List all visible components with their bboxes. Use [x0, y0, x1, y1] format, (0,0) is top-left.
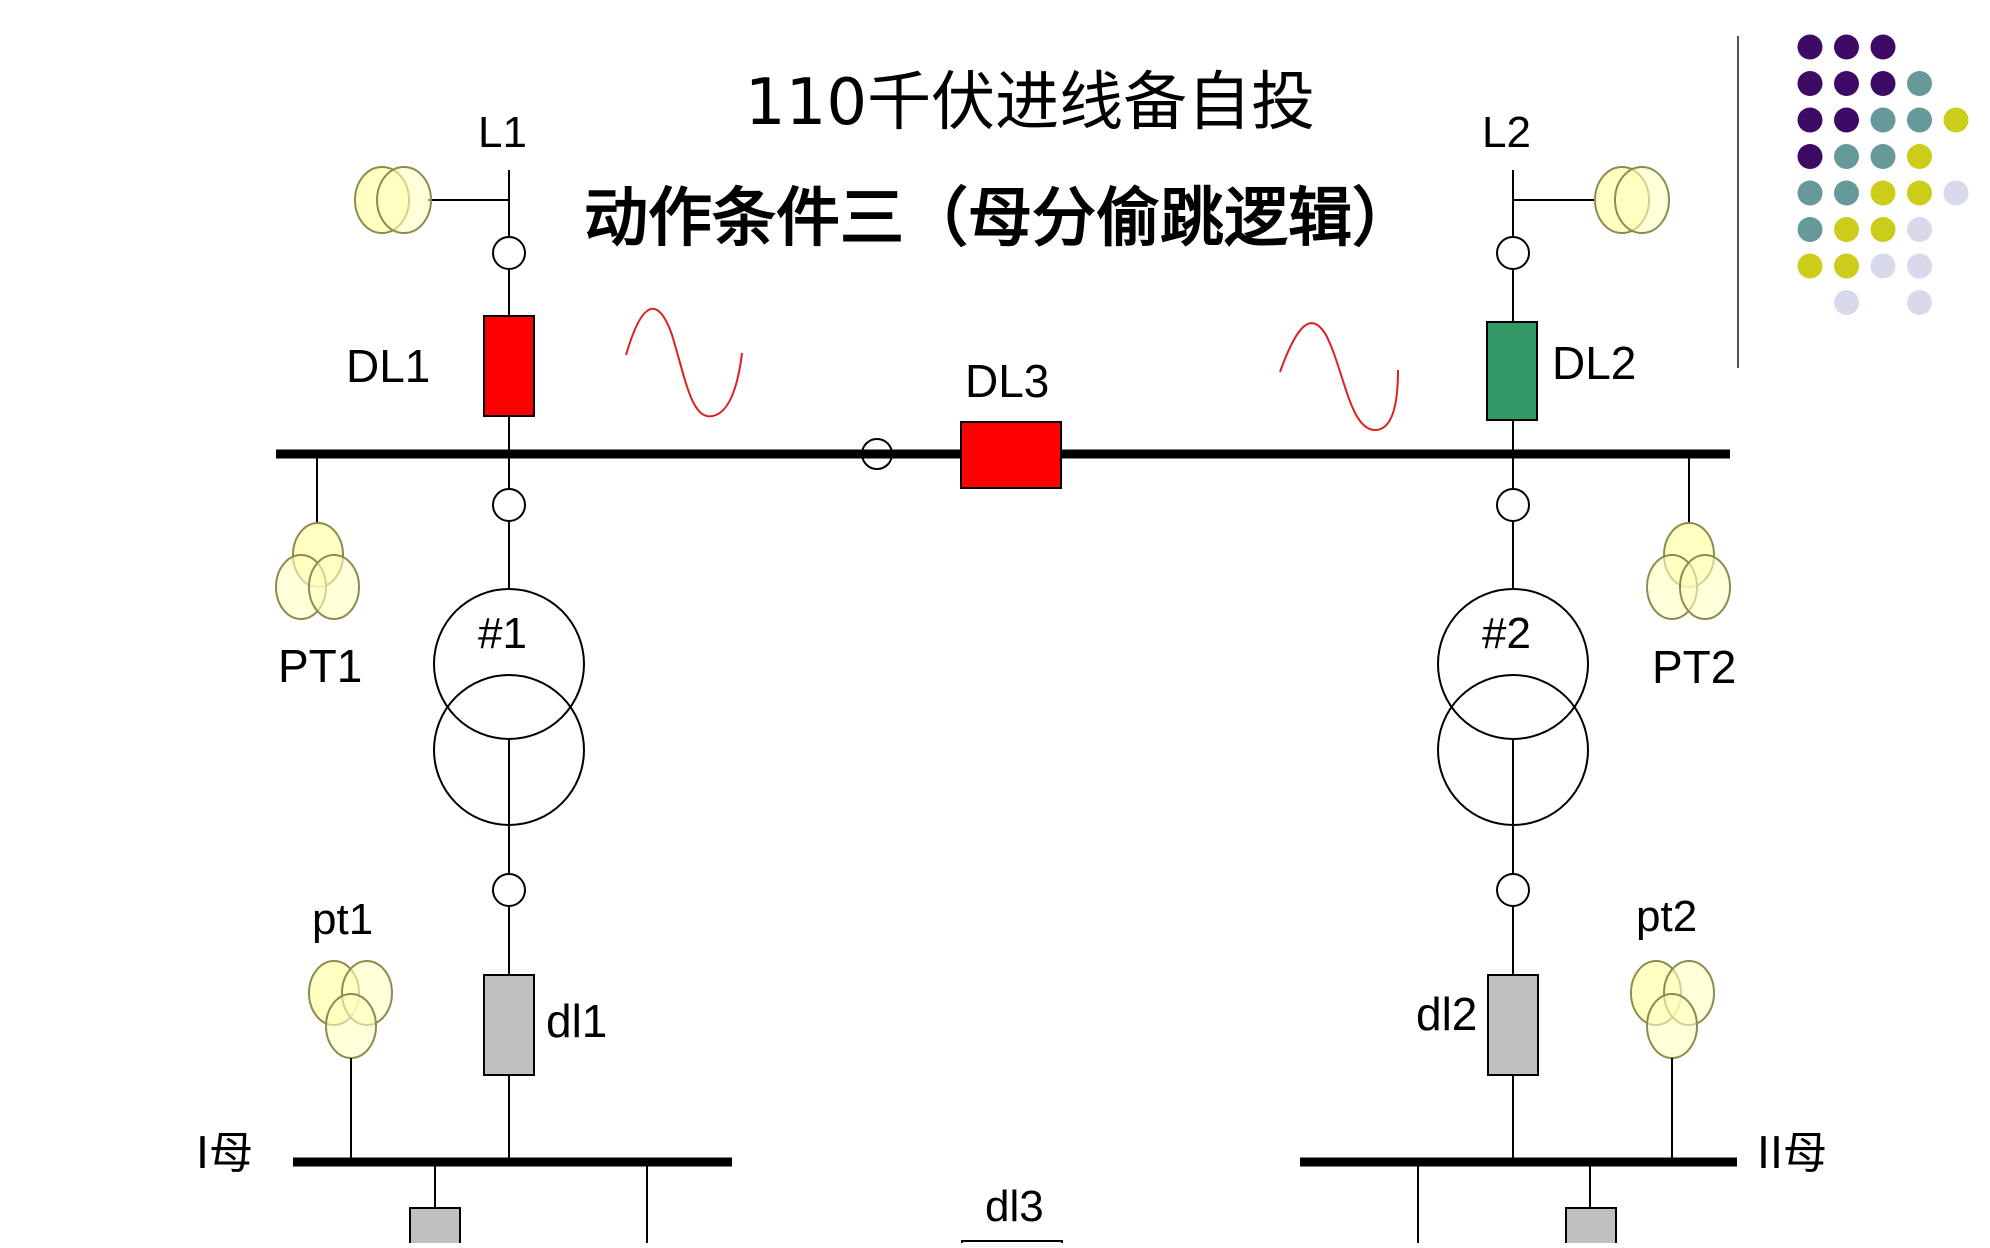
decor-dot: [1834, 217, 1859, 242]
ct-bus-tie-icon: [861, 438, 893, 470]
title-line-2: 动作条件三（母分偷跳逻辑）: [584, 182, 1416, 256]
sine-wave-l1-icon: [625, 307, 743, 418]
decor-dot: [1797, 180, 1823, 206]
breaker-dl3[interactable]: [960, 421, 1062, 489]
bus-pt1-icon: [275, 522, 360, 620]
feeder-breaker-bus2-icon[interactable]: [1565, 1207, 1617, 1248]
decorative-dot-grid: [1797, 34, 1969, 315]
decor-dot: [1834, 71, 1859, 96]
decor-dot: [1907, 217, 1932, 242]
lv-bus-tie: dl3: [961, 1182, 1063, 1248]
label-pt1-lv: pt1: [312, 895, 373, 944]
decor-dot: [1870, 34, 1896, 60]
decor-dot: [1834, 290, 1859, 315]
decor-dot: [1797, 34, 1823, 60]
feeder-breaker-bus1-icon[interactable]: [409, 1207, 461, 1248]
label-transformer-2: #2: [1482, 609, 1531, 658]
decor-dot: [1943, 107, 1969, 133]
label-l2: L2: [1482, 108, 1531, 157]
decor-dot: [1834, 107, 1859, 133]
pt2-lv-group: pt2: [1630, 892, 1715, 1160]
ct-l1-upper-icon: [492, 236, 526, 270]
decor-dot: [1907, 107, 1932, 133]
transformer-1-branch: #1 dl1: [433, 454, 607, 1160]
ct-t2-hv-icon: [1496, 488, 1530, 522]
label-l1: L1: [478, 108, 527, 157]
decor-dot: [1870, 107, 1896, 133]
label-pt2-lv: pt2: [1636, 892, 1697, 941]
label-dl3: DL3: [965, 355, 1049, 407]
pt1-group: PT1: [275, 454, 362, 692]
breaker-dl1[interactable]: [483, 315, 535, 417]
label-bus-1: I母: [196, 1128, 253, 1179]
lv-bus-1: I母: [196, 1128, 732, 1248]
decor-dot: [1870, 71, 1896, 96]
ct-t1-lv-icon: [492, 873, 526, 907]
decor-dot: [1797, 217, 1823, 242]
decor-dot: [1870, 217, 1896, 242]
bus-pt2-icon: [1646, 522, 1731, 620]
decor-dot: [1834, 34, 1859, 60]
ct-t2-lv-icon: [1496, 873, 1530, 907]
decor-dot: [1870, 180, 1896, 206]
decor-dot: [1907, 290, 1932, 315]
breaker-dl1-lv[interactable]: [483, 974, 535, 1076]
transformer-1-icon: [433, 588, 585, 826]
pt2-group: PT2: [1646, 454, 1736, 693]
line-vt-l2-icon: [1594, 166, 1670, 234]
decor-dot: [1834, 180, 1859, 206]
ct-l2-upper-icon: [1496, 236, 1530, 270]
transformer-2-branch: #2 dl2: [1416, 454, 1589, 1160]
decor-dot: [1834, 144, 1859, 169]
label-pt1: PT1: [278, 640, 362, 692]
pt1-lv-group: pt1: [308, 895, 393, 1160]
line-vt-l1-icon: [354, 166, 432, 234]
decor-dot: [1834, 253, 1859, 279]
label-dl1-lv: dl1: [546, 995, 607, 1047]
ct-t1-hv-icon: [492, 488, 526, 522]
sine-wave-l2-icon: [1279, 322, 1399, 432]
feeder-l1: L1 DL1: [346, 108, 743, 455]
label-dl2-lv: dl2: [1416, 988, 1477, 1040]
decor-dot: [1907, 71, 1932, 96]
decor-dot: [1797, 144, 1823, 169]
label-bus-2: II母: [1757, 1128, 1827, 1179]
transformer-2-icon: [1437, 588, 1589, 826]
breaker-dl2[interactable]: [1486, 321, 1538, 421]
label-dl3-lv: dl3: [985, 1182, 1044, 1231]
decor-dot: [1870, 144, 1896, 169]
decor-dot: [1907, 253, 1932, 279]
hv-bus: DL3: [276, 355, 1730, 489]
decor-dot: [1870, 253, 1896, 279]
feeder-l2: L2 DL2: [1279, 108, 1670, 455]
lv-pt1-icon: [308, 960, 393, 1059]
lv-pt2-icon: [1630, 960, 1715, 1059]
title-line-1: 110千伏进线备自投: [745, 66, 1315, 140]
decor-dot: [1797, 71, 1823, 96]
decor-dot: [1797, 107, 1823, 133]
label-pt2: PT2: [1652, 641, 1736, 693]
lv-bus-2: II母: [1300, 1128, 1827, 1248]
decor-dot: [1943, 180, 1969, 206]
decor-dot: [1797, 253, 1823, 279]
label-dl2: DL2: [1552, 337, 1636, 389]
decor-dot: [1907, 144, 1932, 169]
breaker-dl2-lv[interactable]: [1487, 974, 1539, 1076]
decor-dot: [1907, 180, 1932, 206]
label-dl1: DL1: [346, 340, 430, 392]
label-transformer-1: #1: [478, 609, 527, 658]
